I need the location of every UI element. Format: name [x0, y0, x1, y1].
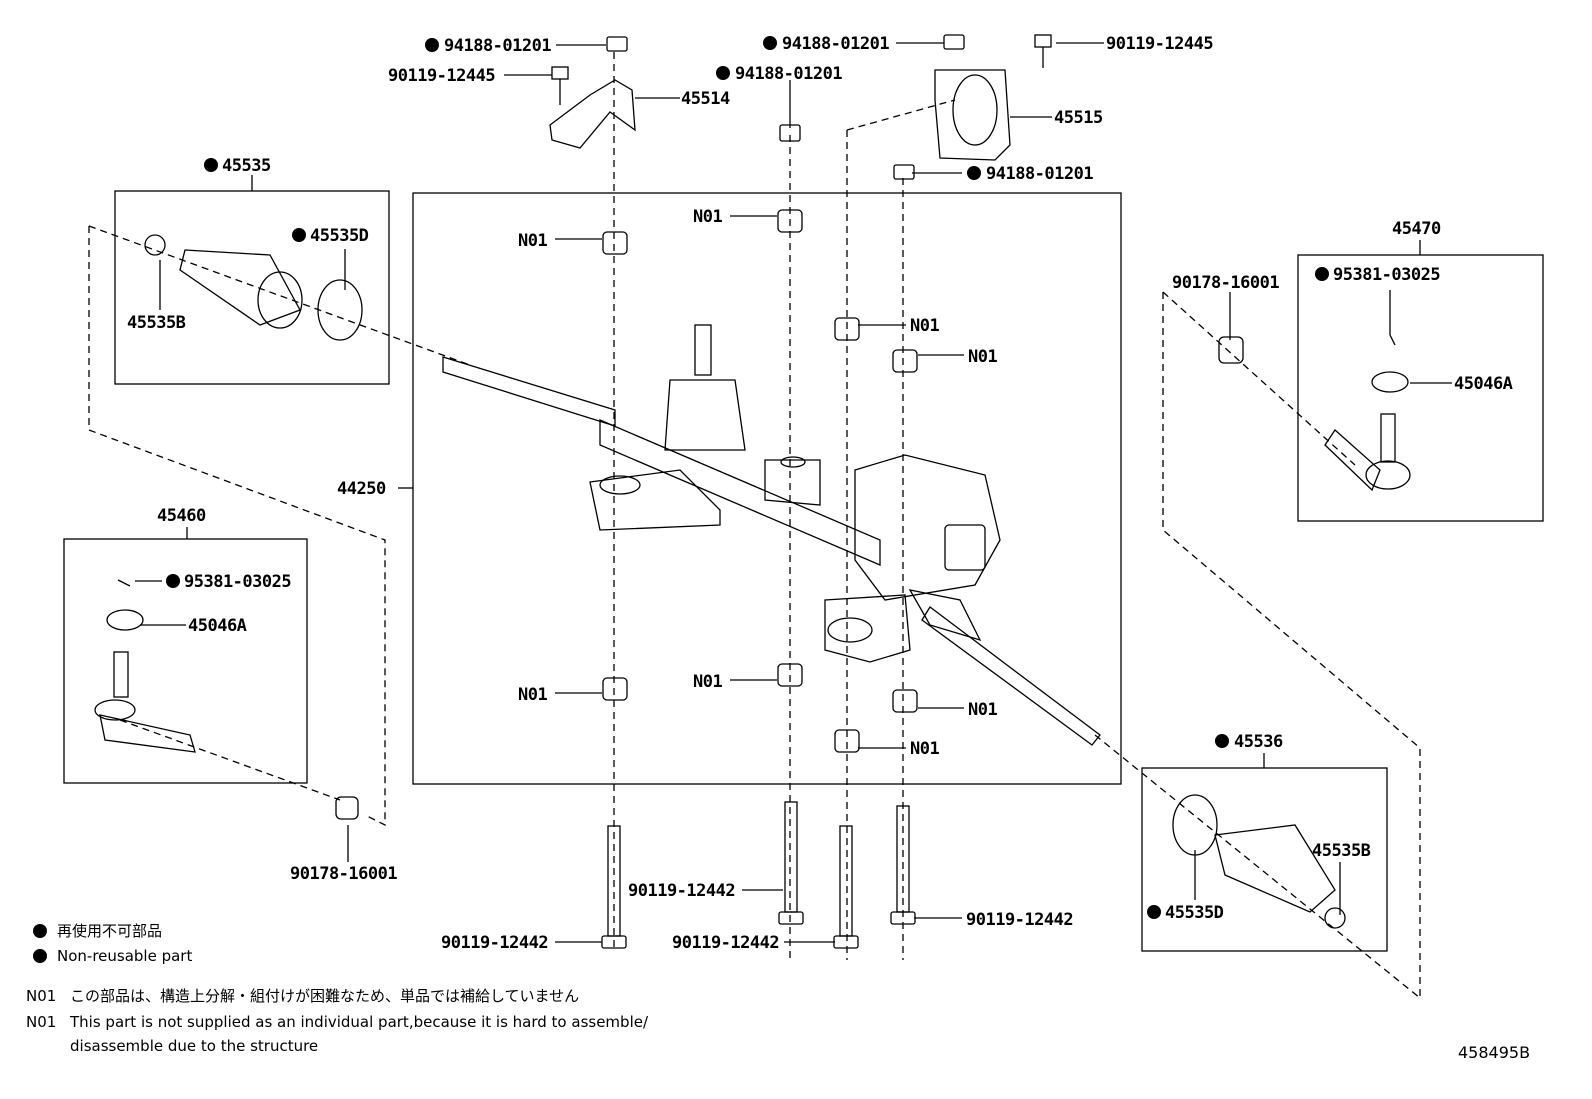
label-n01-6: N01 [693, 672, 722, 692]
tie-rod-end-left-drawing [94, 579, 196, 753]
label-45460: 45460 [157, 506, 206, 526]
label-45046A-right: 45046A [1454, 374, 1513, 394]
label-90119-e: 90119-12442 [672, 933, 779, 953]
label-45046A-left: 45046A [188, 616, 247, 636]
label-n01-8: N01 [910, 739, 939, 759]
label-90178-right: 90178-16001 [1172, 273, 1279, 293]
label-45535D-top: 45535D [310, 226, 369, 246]
label-95381-right: 95381-03025 [1333, 265, 1440, 285]
boot-kit-left-frame [114, 190, 390, 385]
bracket-45514 [549, 79, 636, 149]
boot-right-drawing [1172, 794, 1346, 929]
boot-left-drawing [144, 234, 363, 341]
label-n01-4: N01 [968, 347, 997, 367]
label-n01-5: N01 [518, 685, 547, 705]
bullet-icon [33, 924, 47, 938]
note-en-cont: disassemble due to the structure [70, 1037, 319, 1055]
legend-en: Non-reusable part [33, 947, 192, 965]
label-94188-b: 94188-01201 [735, 64, 842, 84]
label-94188-c: 94188-01201 [782, 34, 889, 54]
label-n01-1: N01 [518, 231, 547, 251]
label-90119-b: 90119-12445 [1106, 34, 1213, 54]
label-45514: 45514 [681, 89, 730, 109]
label-45535: 45535 [222, 156, 271, 176]
label-90178-left: 90178-16001 [290, 864, 397, 884]
legend-jp: 再使用不可部品 [33, 922, 162, 940]
label-n01-3: N01 [910, 316, 939, 336]
label-90119-c: 90119-12442 [441, 933, 548, 953]
label-94188-d: 94188-01201 [986, 164, 1093, 184]
label-44250: 44250 [337, 479, 386, 499]
label-45470: 45470 [1392, 219, 1441, 239]
label-45536: 45536 [1234, 732, 1283, 752]
label-n01-7: N01 [968, 700, 997, 720]
label-45535B-bottom: 45535B [1312, 841, 1371, 861]
label-45535D-bottom: 45535D [1165, 903, 1224, 923]
label-90119-f: 90119-12442 [966, 910, 1073, 930]
label-90119-a: 90119-12445 [388, 66, 495, 86]
tie-rod-end-right-drawing [1324, 334, 1411, 492]
steering-rack-44250 [442, 324, 1101, 746]
label-95381-left: 95381-03025 [184, 572, 291, 592]
label-94188-a: 94188-01201 [444, 36, 551, 56]
label-90119-d: 90119-12442 [628, 881, 735, 901]
label-n01-2: N01 [693, 207, 722, 227]
diagram-id: 458495B [1458, 1043, 1530, 1062]
label-45515: 45515 [1054, 108, 1103, 128]
bullet-icon [33, 949, 47, 963]
bracket-45515 [934, 69, 1011, 161]
tie-rod-end-left-frame [63, 538, 308, 784]
label-45535B-top: 45535B [127, 313, 186, 333]
